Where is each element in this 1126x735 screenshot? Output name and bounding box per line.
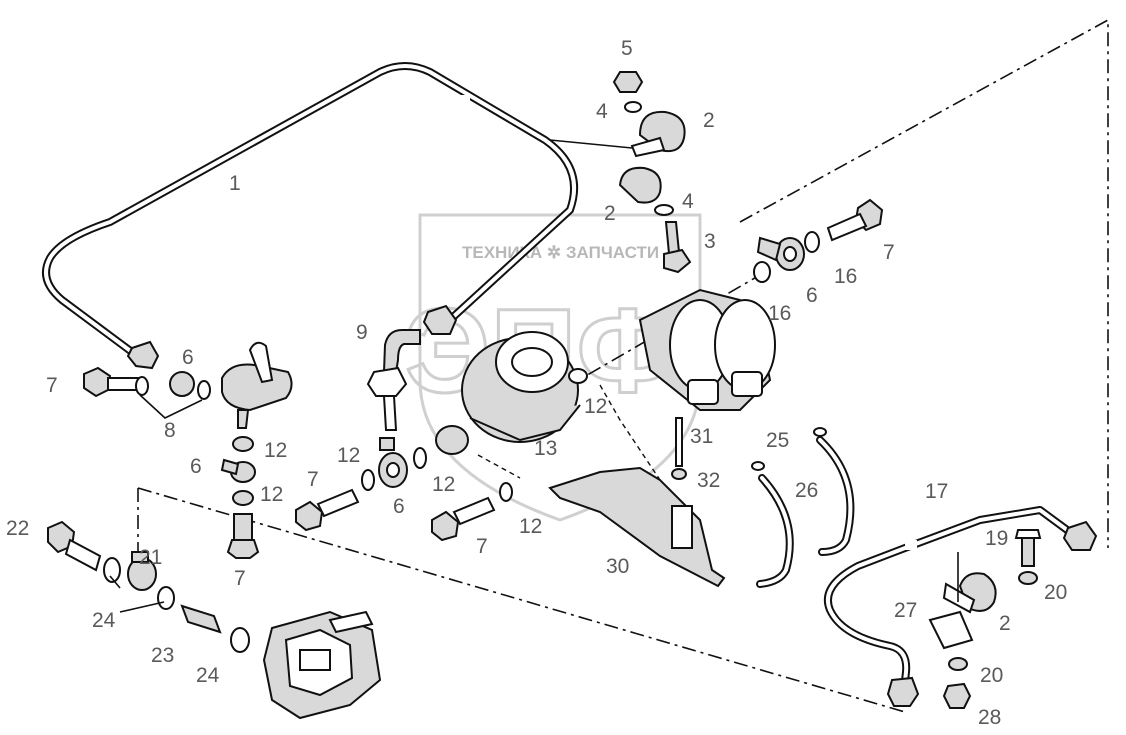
leader-lines — [109, 394, 203, 613]
clip-25-a — [751, 461, 765, 471]
nut-28 — [942, 682, 972, 709]
callout-4-mid: 4 — [682, 190, 694, 213]
callout-12-e: 12 — [519, 515, 542, 538]
washer-32 — [671, 468, 687, 480]
callout-19: 19 — [985, 527, 1008, 550]
callout-7-centre: 7 — [307, 468, 319, 491]
callout-17: 17 — [925, 480, 948, 503]
centre-banjo-group — [295, 425, 513, 542]
callout-22: 22 — [6, 517, 29, 540]
washer-24-b — [157, 586, 175, 610]
bracket-27 — [928, 610, 974, 650]
callout-26: 26 — [795, 479, 818, 502]
elbow-fitting-9 — [366, 329, 421, 451]
callout-30: 30 — [606, 555, 629, 578]
washer-24-c — [230, 627, 250, 653]
washer-4-lower — [654, 204, 674, 216]
callout-24-b: 24 — [196, 664, 220, 687]
callout-8: 8 — [164, 419, 176, 442]
callout-12-d: 12 — [432, 473, 455, 496]
callout-7-left: 7 — [46, 374, 58, 397]
callout-12-f: 12 — [584, 395, 607, 418]
callout-13: 13 — [534, 437, 557, 460]
callout-7-vertical: 7 — [234, 567, 246, 590]
callout-32: 32 — [697, 469, 720, 492]
pipe-clamp-assembly-top — [549, 71, 692, 274]
filter-banjo-group — [753, 198, 884, 283]
bolt-7-left-head — [83, 366, 112, 398]
callout-12-a: 12 — [264, 439, 287, 462]
pipe-1-nut-left — [126, 340, 160, 370]
fitting-right — [756, 236, 782, 262]
callout-3: 3 — [704, 230, 716, 253]
callout-12-b: 12 — [260, 483, 283, 506]
fitting-23 — [180, 604, 222, 634]
bolt-7-vertical-head — [226, 539, 260, 559]
washer-20-top — [1018, 571, 1038, 585]
washer-20-bottom — [948, 657, 968, 671]
hand-primer-pump — [83, 341, 293, 559]
pipe-17-nut-top — [1062, 520, 1098, 551]
injection-pump-group — [47, 520, 382, 720]
washer-8-a — [135, 376, 149, 396]
washer-12-centre — [361, 469, 375, 491]
nut-5 — [612, 71, 644, 93]
watermark-text: ТЕХНИКА ✲ ЗАПЧАСТИ — [462, 243, 659, 262]
clip-25-b — [813, 427, 827, 437]
callout-31: 31 — [690, 425, 713, 448]
callout-24-a: 24 — [92, 609, 116, 632]
pipe-17-nut-bottom — [886, 676, 920, 707]
fuel-filter-twin — [638, 288, 776, 411]
pipe-1-nut-right — [422, 304, 458, 335]
clamp-2-lower — [618, 166, 662, 204]
washer-12-stack-a — [232, 436, 254, 452]
callout-28: 28 — [978, 706, 1001, 729]
callout-20-bottom: 20 — [980, 664, 1003, 687]
bolt-7-lower-head — [431, 510, 460, 542]
callout-20-top: 20 — [1044, 581, 1067, 604]
washer-12-lower — [499, 482, 513, 502]
callout-2-bottom: 2 — [999, 612, 1011, 635]
fuel-pre-filter-13 — [461, 331, 588, 443]
return-hoses — [751, 427, 855, 588]
callout-4-top: 4 — [596, 100, 608, 123]
bolt-7-centre-head — [295, 500, 324, 532]
callout-27: 27 — [894, 599, 917, 622]
pipe-clamp-assembly-bottom — [928, 529, 1042, 709]
bolt-19 — [1021, 535, 1035, 567]
banjo-6-left — [169, 371, 195, 397]
callout-6-centre: 6 — [393, 495, 405, 518]
washer-16-lower — [753, 261, 771, 283]
callout-25: 25 — [766, 429, 789, 452]
callout-7-right: 7 — [883, 241, 895, 264]
washer-12-pump — [568, 368, 588, 384]
callout-23: 23 — [151, 644, 174, 667]
washer-16-right — [804, 231, 820, 253]
bracket-30-group — [548, 417, 726, 588]
callout-9: 9 — [356, 321, 368, 344]
washer-4-top — [624, 101, 642, 113]
callout-12-c: 12 — [337, 444, 360, 467]
fuel-pipe-17 — [824, 506, 1098, 707]
callout-6-right: 6 — [806, 284, 818, 307]
washer-12-stack-b — [232, 490, 254, 506]
washer-8-b — [197, 380, 211, 400]
callout-5: 5 — [621, 37, 633, 60]
callout-1: 1 — [229, 172, 241, 195]
bolt-31 — [675, 417, 683, 467]
callout-16-lower: 16 — [768, 302, 791, 325]
callout-6-pump: 6 — [190, 455, 202, 478]
callout-6-left: 6 — [182, 346, 194, 369]
callout-2-top: 2 — [703, 109, 715, 132]
washer-24-a — [103, 557, 121, 583]
callout-21: 21 — [139, 546, 162, 569]
callout-16-right: 16 — [834, 265, 857, 288]
callout-2-mid: 2 — [604, 202, 616, 225]
callout-7-lower: 7 — [476, 535, 488, 558]
fuel-pipe-1 — [42, 62, 579, 370]
callout-labels: 1 2 2 2 3 4 4 5 6 6 6 6 7 7 7 7 7 8 9 12… — [6, 37, 1067, 729]
